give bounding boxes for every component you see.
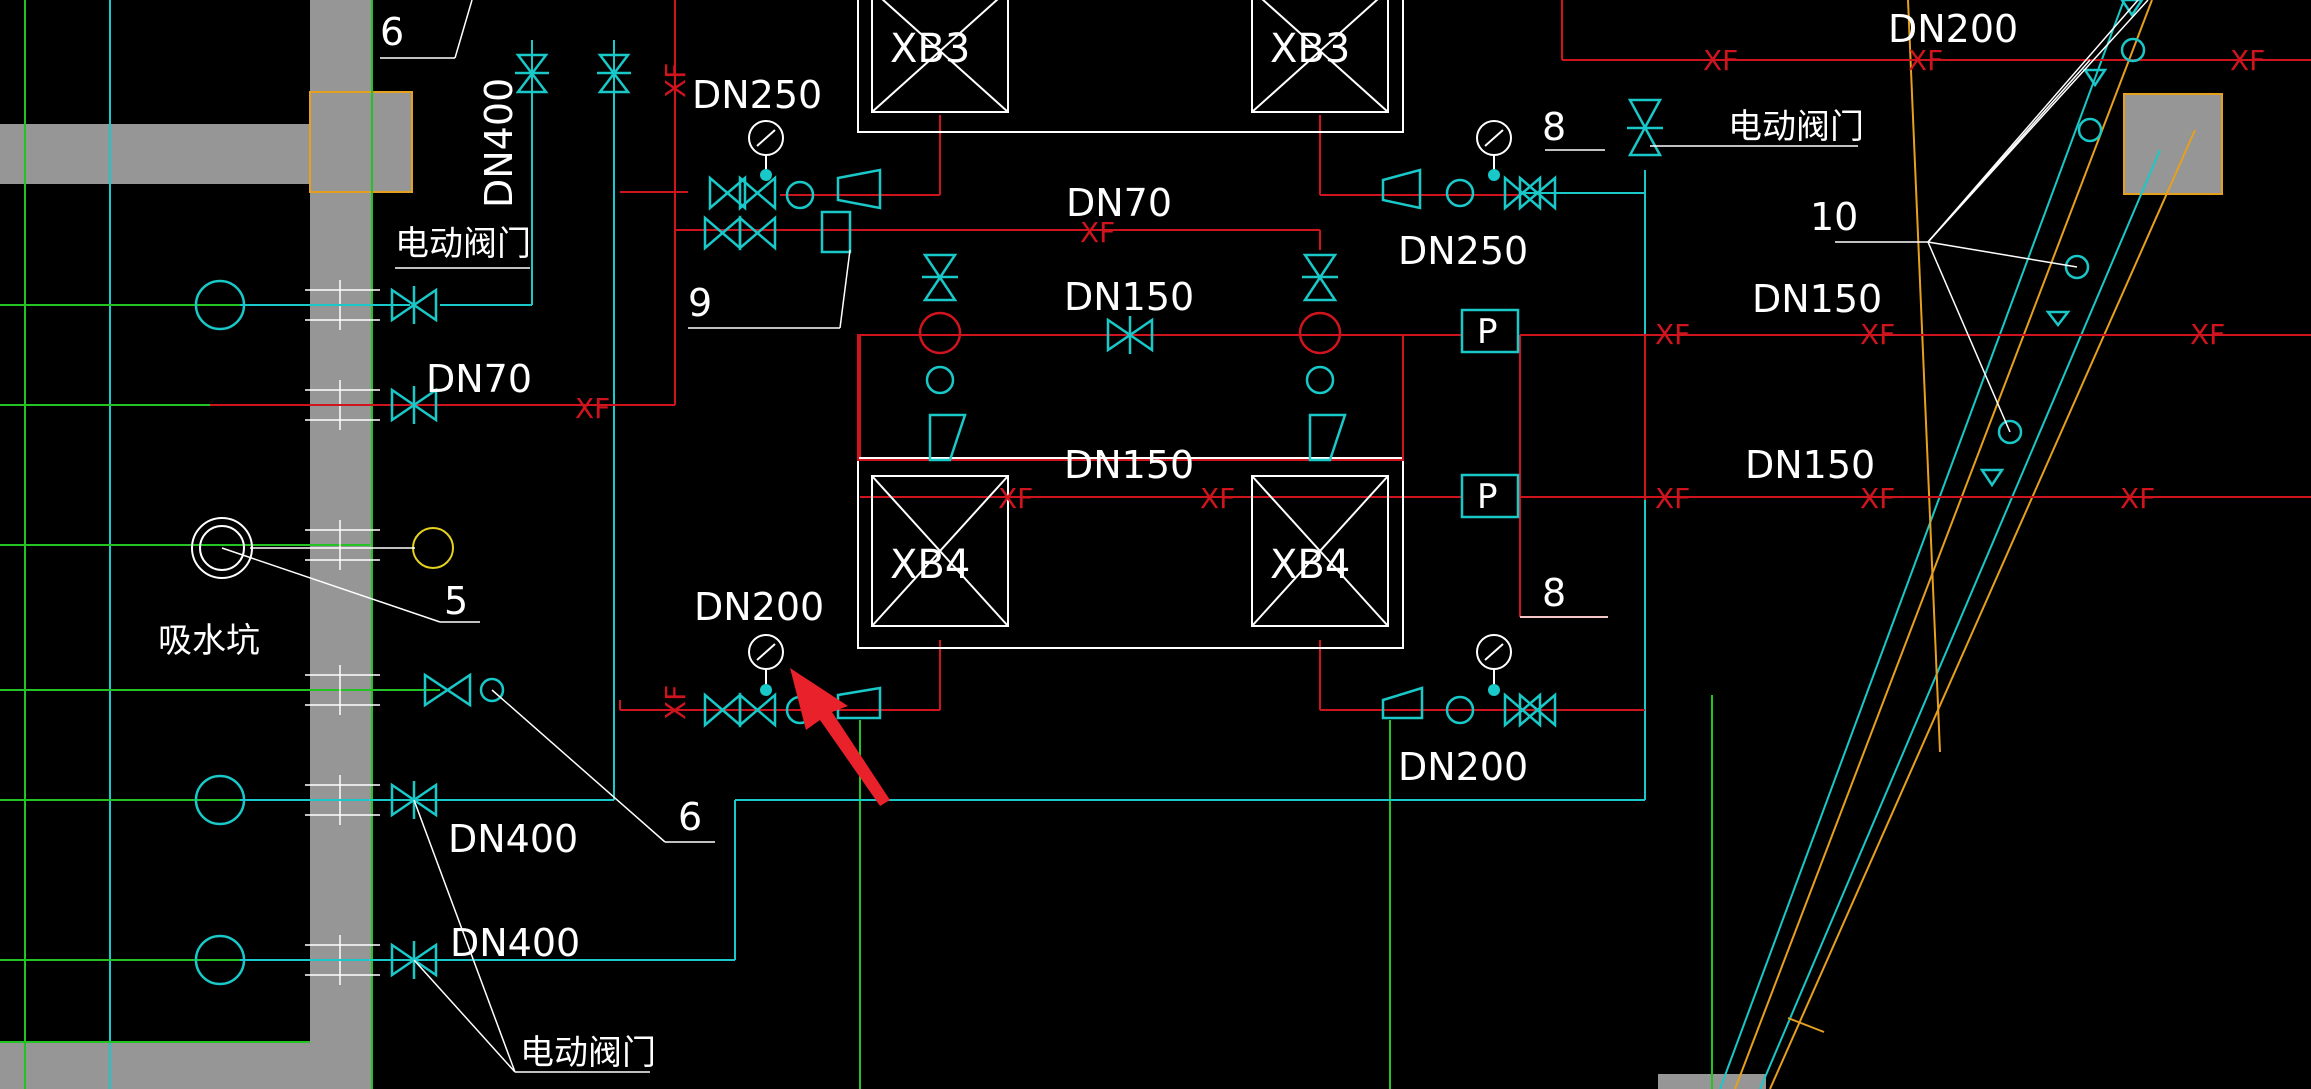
- label-number-9: 9: [688, 281, 712, 325]
- xf-tag: XF: [1703, 44, 1738, 77]
- label-dn400-2: DN400: [450, 921, 580, 965]
- xf-tag: XF: [1655, 482, 1690, 515]
- label-dn150-right1: DN150: [1752, 277, 1882, 321]
- label-dn150-mid2: DN150: [1064, 443, 1194, 487]
- equipment-label-xb3-left: XB3: [890, 26, 970, 72]
- label-number-5: 5: [444, 579, 468, 623]
- equipment-label-xb3-right: XB3: [1270, 26, 1350, 72]
- leader-lines: [221, 0, 2149, 1073]
- xf-tag: XF: [659, 685, 692, 720]
- label-dn400-1: DN400: [448, 817, 578, 861]
- xf-tag: XF: [2230, 44, 2265, 77]
- xf-tag: XF: [1860, 318, 1895, 351]
- equipment-label-xb4-left: XB4: [890, 542, 970, 588]
- red-pipes: [210, 0, 2311, 711]
- pressure-gauge-icons: [748, 120, 1512, 696]
- xf-tag: XF: [2120, 482, 2155, 515]
- xf-tag: XF: [1908, 44, 1943, 77]
- label-dn150-right2: DN150: [1745, 443, 1875, 487]
- label-pump-p2: P: [1477, 477, 1498, 517]
- green-grid-lines: [0, 0, 1713, 1089]
- label-electric-valve-3: 电动阀门: [520, 1033, 656, 1073]
- xf-tag: XF: [1080, 216, 1115, 249]
- label-dn70-mid: DN70: [1066, 181, 1172, 225]
- text-labels: DN250 DN70 DN150 DN150 DN250 DN150 DN150…: [158, 7, 2265, 1073]
- red-valve-circles: [918, 311, 1342, 355]
- label-electric-valve-2: 电动阀门: [1728, 107, 1864, 147]
- xf-tag: XF: [1860, 482, 1895, 515]
- label-sump-pit: 吸水坑: [158, 621, 260, 661]
- label-dn250-right: DN250: [1398, 229, 1528, 273]
- label-pump-p1: P: [1477, 312, 1498, 352]
- xf-tag: XF: [2190, 318, 2225, 351]
- label-number-8-bottom: 8: [1542, 571, 1566, 615]
- xf-tag: XF: [998, 482, 1033, 515]
- label-electric-valve-1: 电动阀门: [395, 224, 531, 264]
- label-number-8-top: 8: [1542, 105, 1566, 149]
- xf-tag: XF: [1655, 318, 1690, 351]
- xf-tag: XF: [575, 392, 610, 425]
- equipment-xb4: [857, 334, 1404, 649]
- label-number-6-top: 6: [380, 10, 404, 54]
- equipment-label-xb4-right: XB4: [1270, 542, 1350, 588]
- label-dn200-right: DN200: [1398, 745, 1528, 789]
- label-dn200-mid: DN200: [694, 585, 824, 629]
- annotation-arrow: [790, 668, 890, 806]
- label-number-6-bottom: 6: [678, 795, 702, 839]
- label-dn70-left: DN70: [426, 357, 532, 401]
- xf-tag: XF: [1200, 482, 1235, 515]
- label-dn200-top: DN200: [1888, 7, 2018, 51]
- label-number-10: 10: [1810, 195, 1858, 239]
- label-dn150-mid1: DN150: [1064, 275, 1194, 319]
- label-dn250-left: DN250: [692, 73, 822, 117]
- sump-pit-symbol: [191, 517, 454, 579]
- equipment-xb3: [857, 0, 1404, 133]
- xf-tag: XF: [659, 63, 692, 98]
- label-dn400-vertical: DN400: [477, 78, 521, 208]
